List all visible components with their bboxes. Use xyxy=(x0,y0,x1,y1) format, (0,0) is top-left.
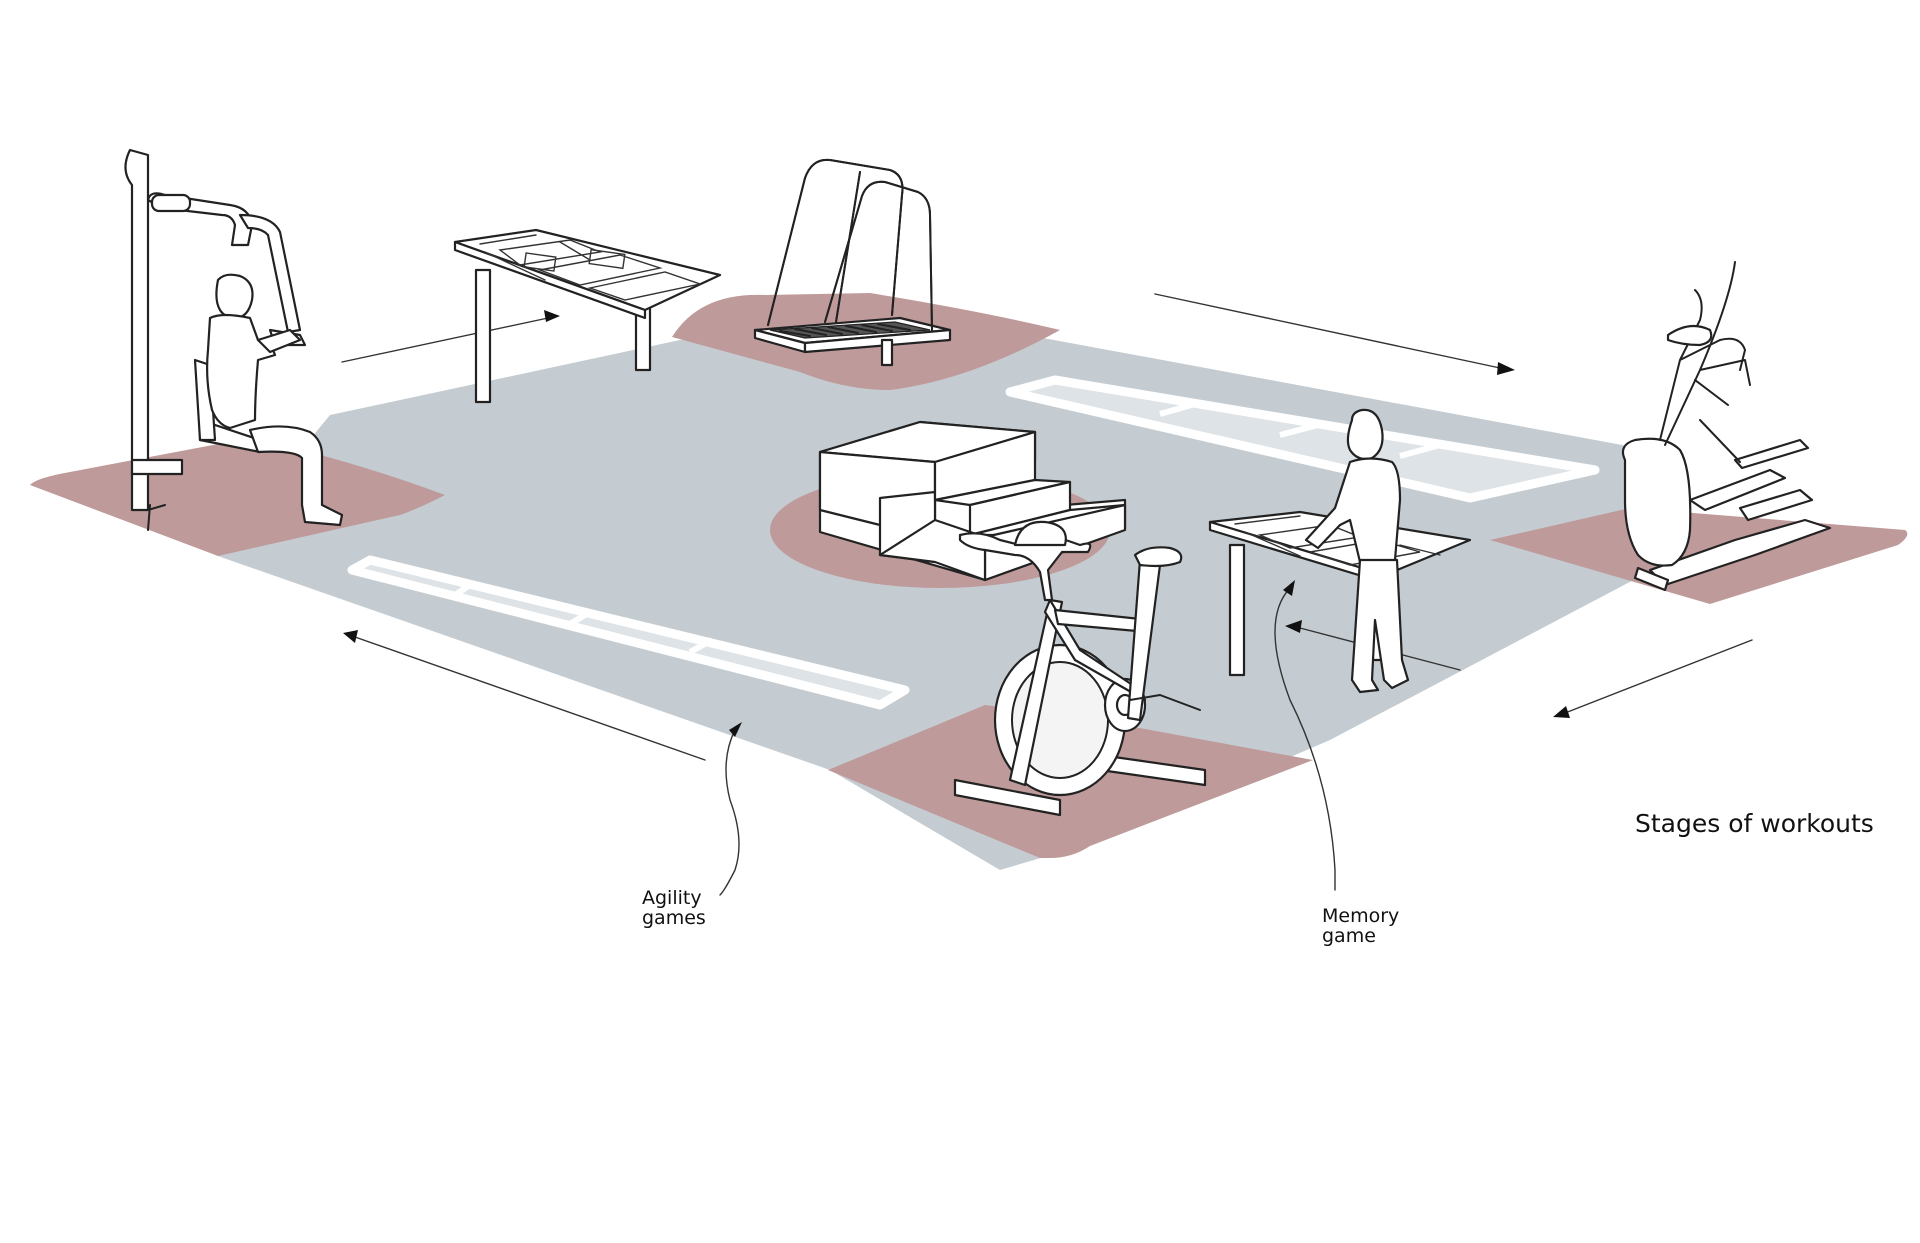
callout-label-agility: Agility games xyxy=(642,887,708,929)
arrow-head-icon xyxy=(343,630,358,643)
lat-pulldown-machine xyxy=(124,148,307,531)
arrow-head-icon xyxy=(729,722,742,737)
callout-label-line: Agility xyxy=(642,887,702,909)
walking-handrail-platform xyxy=(753,158,952,367)
callout-label-line: game xyxy=(1322,925,1376,947)
arrow-head-icon xyxy=(1553,706,1570,718)
callout-leaders xyxy=(719,580,1336,896)
arrow-head-icon xyxy=(544,310,560,322)
callout-label-memory: Memory game xyxy=(1322,905,1405,947)
direction-arrows xyxy=(341,293,1753,761)
callout-label-line: Memory xyxy=(1322,905,1399,927)
exercise-bike xyxy=(953,520,1207,817)
standing-person xyxy=(1304,408,1410,694)
diagram-title: Stages of workouts xyxy=(1635,809,1874,838)
seated-person xyxy=(206,273,344,527)
arrow-head-icon xyxy=(1283,580,1295,596)
callout-label-line: games xyxy=(642,907,706,929)
elliptical-trainer xyxy=(1621,261,1832,592)
arrow-head-icon xyxy=(1285,620,1302,633)
arrow-head-icon xyxy=(1497,362,1515,375)
memory-game-table-back xyxy=(453,228,722,404)
agility-ladder-left xyxy=(347,555,910,710)
agility-ladder-right xyxy=(1005,375,1600,503)
